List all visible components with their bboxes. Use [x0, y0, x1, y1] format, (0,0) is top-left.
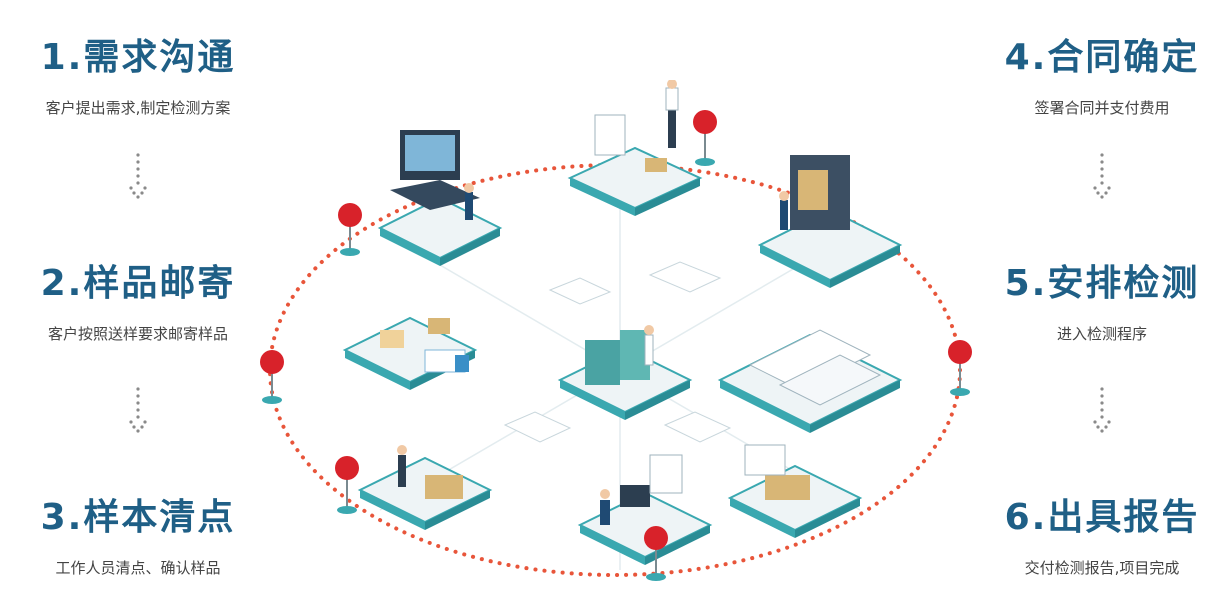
step-4: 4.合同确定 签署合同并支付费用 — [972, 36, 1222, 118]
pin-icon — [693, 110, 717, 166]
pin-icon — [644, 526, 668, 581]
step-1: 1.需求沟通 客户提出需求,制定检测方案 — [8, 36, 268, 118]
step-5-desc: 进入检测程序 — [1056, 325, 1147, 343]
pin-icon — [948, 340, 972, 396]
step-2: 2.样品邮寄 客户按照送样要求邮寄样品 — [8, 262, 268, 344]
step-6-desc: 交付检测报告,项目完成 — [1024, 559, 1180, 577]
pin-icon — [338, 203, 362, 256]
step-5: 5.安排检测 进入检测程序 — [972, 262, 1222, 344]
step-4-title: 4.合同确定 — [1004, 37, 1200, 78]
platform-sample-box — [727, 444, 863, 538]
platform-testing-room — [757, 155, 903, 288]
step-3: 3.样本清点 工作人员清点、确认样品 — [8, 496, 268, 578]
step-1-desc: 客户提出需求,制定检测方案 — [45, 99, 231, 117]
platform-workstation — [577, 454, 713, 565]
down-arrow-icon — [129, 153, 147, 199]
pin-icon — [260, 350, 284, 404]
step-1-title: 1.需求沟通 — [40, 37, 236, 78]
platform-shipping — [342, 316, 478, 390]
step-6-title: 6.出具报告 — [1004, 497, 1200, 538]
step-4-desc: 签署合同并支付费用 — [1034, 99, 1170, 117]
step-2-desc: 客户按照送样要求邮寄样品 — [47, 325, 228, 343]
platform-reports — [717, 329, 903, 433]
step-6: 6.出具报告 交付检测报告,项目完成 — [972, 496, 1222, 578]
document-cards — [503, 261, 732, 443]
platform-sample-count — [357, 445, 493, 530]
down-arrow-icon — [129, 387, 147, 433]
platform-consultation — [377, 130, 503, 266]
step-5-title: 5.安排检测 — [1004, 263, 1200, 304]
step-2-title: 2.样品邮寄 — [40, 263, 236, 304]
step-3-desc: 工作人员清点、确认样品 — [55, 559, 221, 577]
pin-icon — [335, 456, 359, 514]
platform-contract — [567, 80, 703, 216]
down-arrow-icon — [1093, 153, 1111, 199]
platform-lab-center — [557, 325, 693, 420]
down-arrow-icon — [1093, 387, 1111, 433]
process-illustration — [260, 80, 972, 581]
step-3-title: 3.样本清点 — [40, 497, 236, 538]
